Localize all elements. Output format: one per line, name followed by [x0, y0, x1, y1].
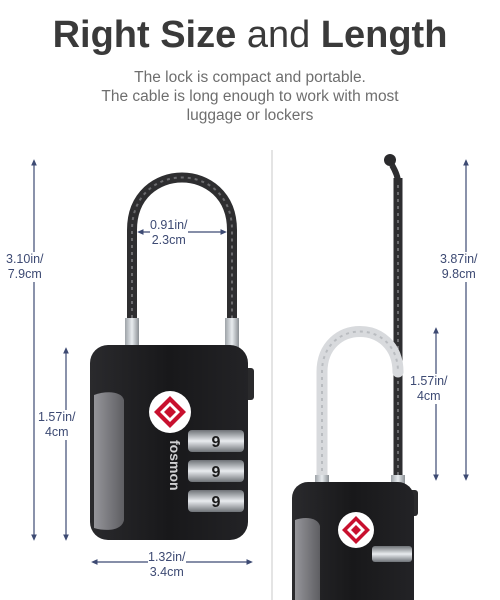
subtitle-line-3: luggage or lockers — [186, 107, 314, 124]
left-tsa-logo-icon — [149, 391, 191, 433]
label-body-height: 1.57in/ 4cm — [38, 410, 76, 440]
headline-word-1: Right Size — [52, 14, 237, 56]
right-combination-dial — [372, 546, 412, 562]
left-collar-left — [125, 318, 139, 348]
label-shackle-width: 0.91in/ 2.3cm — [150, 218, 188, 248]
headline-word-2: and — [246, 14, 311, 56]
subtitle: The lock is compact and portable. The ca… — [40, 68, 460, 125]
left-side-grip — [94, 392, 124, 530]
left-dial-digit-2: 9 — [212, 464, 221, 481]
left-cable-shackle — [127, 172, 237, 330]
left-dial-digit-1: 9 — [212, 434, 221, 451]
headline: Right Size and Length — [0, 16, 500, 54]
label-total-height: 3.10in/ 7.9cm — [6, 252, 44, 282]
left-lock: 9 9 9 fosmon — [90, 172, 254, 540]
left-dial-digit-3: 9 — [212, 494, 221, 511]
right-ghost-cable-loop — [316, 326, 404, 491]
left-collar-right — [225, 318, 239, 348]
label-loop-height: 1.57in/ 4cm — [410, 374, 448, 404]
left-brand-logo: fosmon — [167, 440, 183, 491]
label-body-width: 1.32in/ 3.4cm — [148, 550, 186, 580]
right-lock — [292, 154, 418, 600]
right-cable-ball-tip — [384, 154, 396, 166]
right-tsa-logo-icon — [338, 512, 374, 548]
left-combination-dials — [188, 430, 244, 512]
headline-word-3: Length — [320, 14, 448, 56]
subtitle-line-2: The cable is long enough to work with mo… — [101, 88, 399, 105]
left-cable-texture — [131, 176, 233, 325]
label-extended-length: 3.87in/ 9.8cm — [440, 252, 478, 282]
subtitle-line-1: The lock is compact and portable. — [134, 69, 366, 86]
right-side-grip — [295, 518, 320, 600]
